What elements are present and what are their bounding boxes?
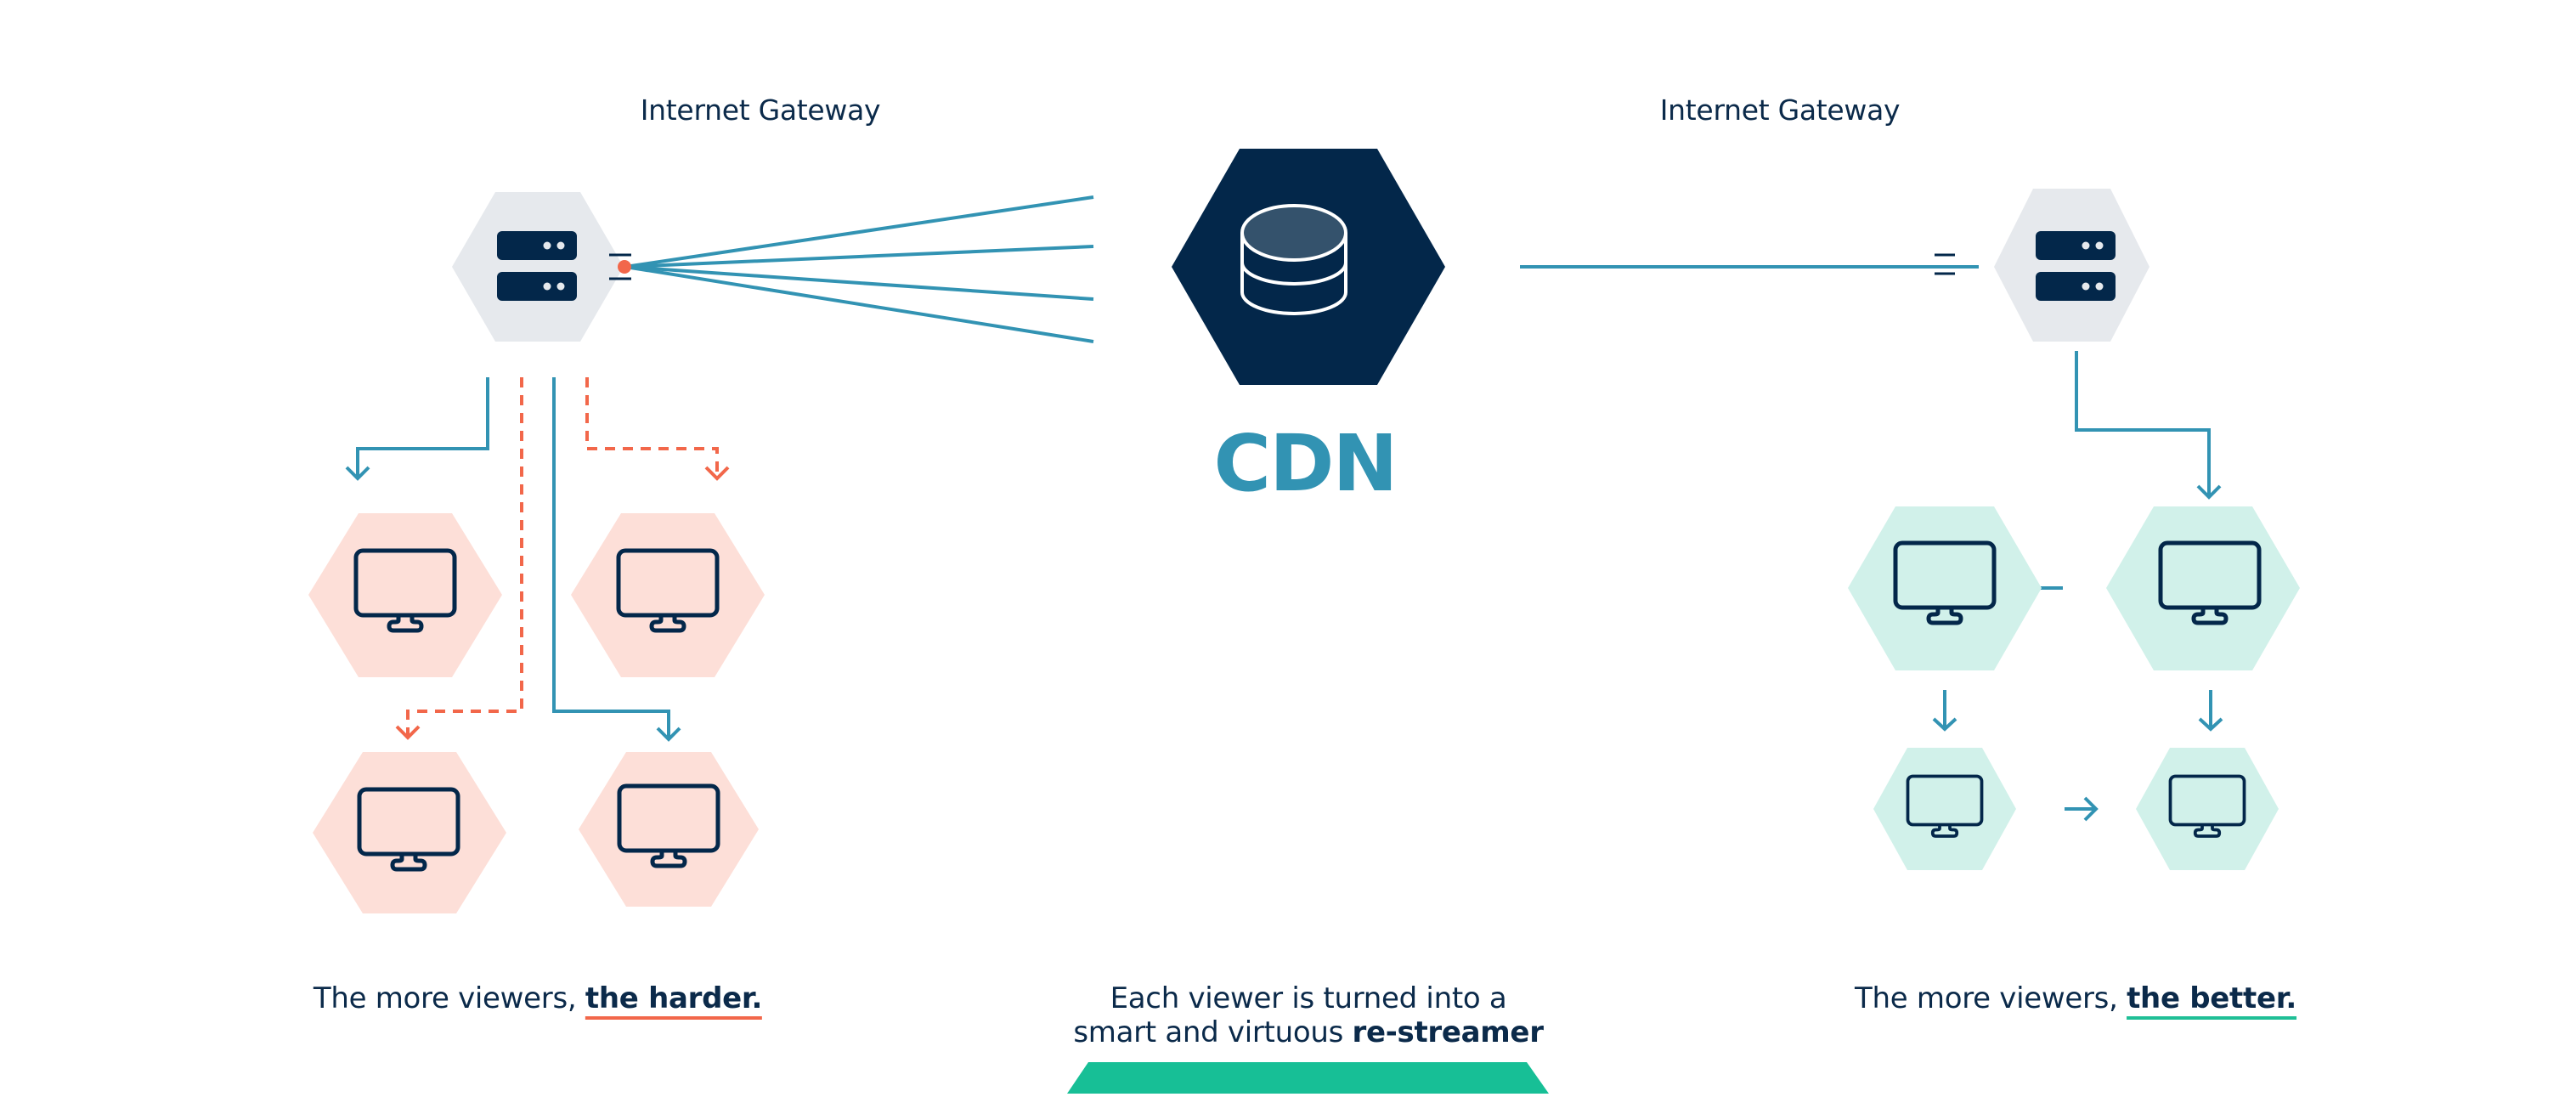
viewer-hex [313,752,506,913]
left-viewer-2 [571,513,765,677]
arrowhead-viewer-1 [345,466,370,481]
viewer-hex [1873,748,2016,870]
arrowhead-viewer-3 [395,725,421,740]
center-panel [1172,149,1445,385]
fan-line-3 [624,265,1094,301]
left-gateway-hex [452,192,624,342]
left-viewer-1 [308,513,502,677]
left-viewer-3 [313,752,506,913]
viewer-hex [571,513,765,677]
right-gateway-hex [1994,189,2149,342]
center-caption-line1: Each viewer is turned into a [1110,981,1507,1015]
center-caption: Each viewer is turned into a smart and v… [1073,981,1544,1049]
database-icon [1240,204,1347,315]
viewer-hex [308,513,502,677]
arrowhead-viewer-2 [704,466,730,481]
fan-line-1 [624,195,1094,269]
arrowhead-viewer-b [2196,484,2222,500]
center-base-bar [1067,1062,1549,1094]
left-downlinks [345,377,730,742]
left-gateway-label: Internet Gateway [640,93,881,127]
left-viewer-4 [579,752,759,907]
arrowhead-c [1932,717,1957,732]
viewer-hex [579,752,759,907]
left-caption: The more viewers, the harder. [313,981,762,1020]
viewer-hex [1848,506,2042,670]
cdn-title: CDN [1213,418,1398,509]
viewer-hex [2106,506,2300,670]
fan-line-4 [624,265,1094,343]
center-caption-line2: smart and virtuous re-streamer [1073,1015,1544,1049]
center-caption-prefix: smart and virtuous [1073,1015,1353,1049]
arrowhead-viewer-4 [656,727,681,742]
fan-lines [624,195,1094,343]
link-to-viewer-2 [585,377,719,478]
gateway-to-viewer-b [2075,351,2211,497]
right-caption: The more viewers, the better. [1855,981,2296,1020]
right-viewer-c [1873,748,2016,870]
link-to-viewer-4 [552,377,670,739]
center-caption-emphasis: re-streamer [1352,1015,1544,1049]
arrowhead-d2 [2083,796,2099,822]
right-caption-prefix: The more viewers, [1855,981,2127,1015]
right-gateway-label: Internet Gateway [1659,93,1901,127]
right-viewer-d [2136,748,2279,870]
right-caption-emphasis: the better. [2127,981,2296,1020]
viewer-hex [2136,748,2279,870]
link-to-viewer-1 [356,377,489,478]
right-panel [1520,189,2300,870]
fan-line-2 [624,245,1094,269]
left-caption-prefix: The more viewers, [313,981,585,1015]
link-to-viewer-3 [406,377,523,738]
right-viewer-a [1848,506,2042,670]
cdn-hex [1172,149,1445,385]
right-viewer-b [2106,506,2300,670]
left-panel [308,192,1094,913]
arrowhead-d [2198,717,2223,732]
left-caption-emphasis: the harder. [585,981,762,1020]
left-port-dot [618,260,631,274]
